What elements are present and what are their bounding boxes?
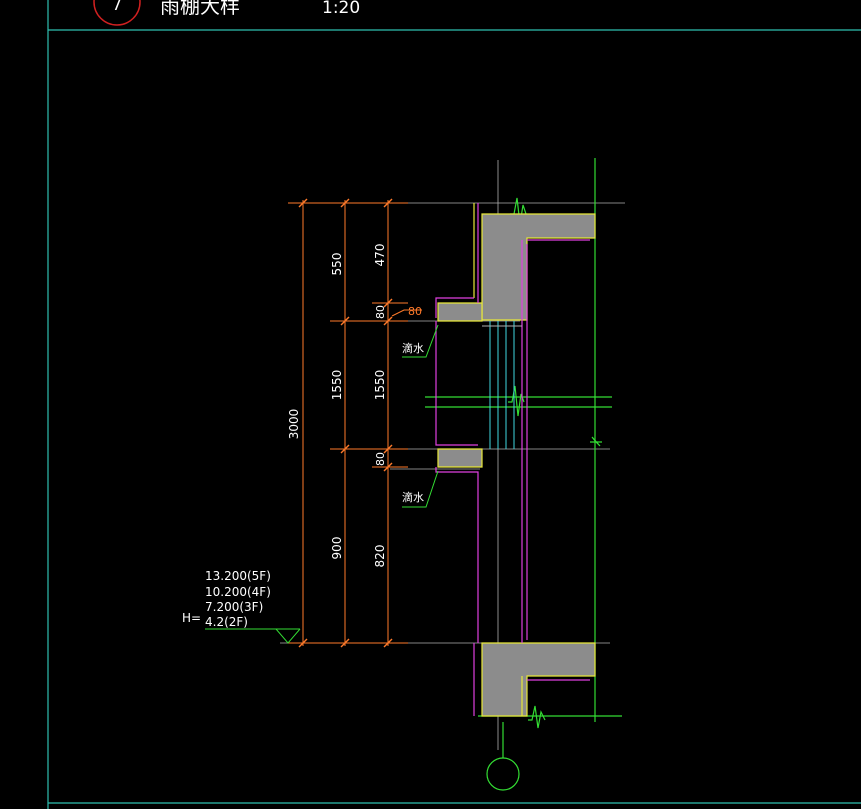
dim-470: 470 xyxy=(373,244,387,267)
dim-total-3000: 3000 xyxy=(287,409,301,440)
drip-leader-bottom xyxy=(402,470,439,508)
elevation-prefix: H= xyxy=(182,611,201,625)
dim-900: 900 xyxy=(330,537,344,560)
axis-bubble xyxy=(486,757,520,791)
lower-beam xyxy=(481,642,596,717)
title-name: 雨棚大样 xyxy=(160,0,240,18)
title-scale: 1:20 xyxy=(322,0,360,18)
lower-canopy-slab xyxy=(437,448,483,468)
dim-1550-middle: 1550 xyxy=(330,370,344,401)
projection-leader xyxy=(391,309,422,317)
drip-labels: 滴水 滴水 xyxy=(402,324,439,508)
title-index: 7 xyxy=(112,0,122,14)
dim-80-top: 80 xyxy=(374,305,387,319)
upper-canopy-slab xyxy=(437,302,483,322)
title-block: 7 雨棚大样 1:20 xyxy=(93,0,360,26)
dim-1550-inner: 1550 xyxy=(373,370,387,401)
dim-550: 550 xyxy=(330,253,344,276)
elevation-triangle-icon xyxy=(275,628,301,644)
wall-outlines xyxy=(435,203,590,716)
elevation-level-2f: 4.2(2F) xyxy=(205,615,248,629)
break-symbol-bottom xyxy=(528,705,546,729)
window-glass xyxy=(482,321,522,449)
dim-projection-80: 80 xyxy=(408,305,422,318)
drip-label-bottom: 滴水 xyxy=(402,490,424,504)
elevation-level-3f: 7.200(3F) xyxy=(205,600,263,614)
drip-leader-top xyxy=(402,324,439,358)
break-symbol-right xyxy=(590,436,602,447)
upper-beam xyxy=(437,213,596,322)
elevation-level-5f: 13.200(5F) xyxy=(205,569,271,583)
elevation-block: H= 13.200(5F) 10.200(4F) 7.200(3F) 4.2(2… xyxy=(182,569,301,644)
dim-820: 820 xyxy=(373,545,387,568)
title-index-circle xyxy=(93,0,141,26)
dimension-texts: 3000 550 1550 900 470 80 1550 80 820 80 xyxy=(287,244,422,568)
dim-80-bottom: 80 xyxy=(374,452,387,466)
drip-label-top: 滴水 xyxy=(402,341,424,355)
drawing-frame xyxy=(47,0,861,809)
dimension-lines xyxy=(288,198,422,648)
elevation-level-4f: 10.200(4F) xyxy=(205,585,271,599)
